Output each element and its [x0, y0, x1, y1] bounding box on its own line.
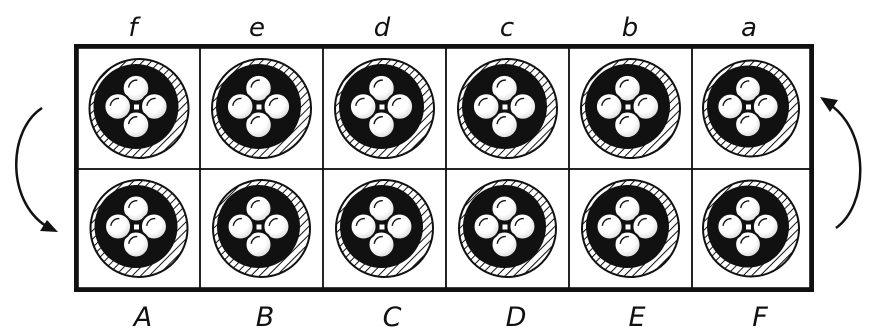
pit-b	[581, 59, 680, 158]
stone	[104, 93, 131, 120]
bottom-row-labels: A B C D E F	[132, 302, 768, 332]
pit-C	[336, 180, 433, 277]
bottom-label-E: E	[628, 302, 645, 332]
pit-F	[703, 181, 799, 277]
pit-f	[90, 59, 189, 158]
stone	[105, 213, 131, 239]
bottom-label-F: F	[752, 302, 768, 332]
pit-B	[213, 180, 310, 277]
pit-center-mark	[134, 225, 139, 230]
board-cells	[78, 48, 810, 288]
pit-center-mark	[257, 225, 262, 230]
pit-center-mark	[503, 105, 508, 110]
stone	[350, 93, 377, 120]
pit-center-mark	[503, 225, 508, 230]
pit-center-mark	[134, 105, 139, 110]
stone	[717, 94, 743, 120]
pit-center-mark	[746, 225, 751, 230]
pit-center-mark	[257, 105, 262, 110]
stone	[717, 214, 743, 240]
stone	[473, 213, 499, 239]
right-rotation-arrow-icon	[820, 97, 860, 228]
pit-center-mark	[626, 225, 631, 230]
pit-e	[212, 59, 311, 158]
top-label-c: c	[500, 13, 514, 43]
top-label-a: a	[741, 13, 757, 43]
bottom-label-C: C	[383, 302, 402, 332]
bottom-label-A: A	[132, 302, 152, 332]
pit-E	[582, 180, 679, 277]
pit-center-mark	[746, 105, 751, 110]
pit-center-mark	[380, 225, 385, 230]
left-rotation-arrow-icon	[16, 108, 58, 232]
top-label-b: b	[622, 13, 639, 43]
pit-a	[703, 61, 799, 157]
bottom-label-B: B	[256, 302, 275, 332]
top-label-e: e	[249, 13, 265, 43]
top-label-d: d	[374, 13, 391, 43]
pit-d	[335, 59, 434, 158]
board-frame	[76, 46, 812, 290]
stone	[596, 213, 622, 239]
pit-center-mark	[626, 105, 631, 110]
top-row-labels: f e d c b a	[128, 13, 757, 43]
pit-D	[459, 180, 556, 277]
pit-A	[91, 180, 188, 277]
pit-center-mark	[380, 105, 385, 110]
pit-c	[458, 59, 557, 158]
stone	[596, 93, 623, 120]
stone	[227, 93, 254, 120]
top-label-f: f	[128, 13, 141, 43]
stone	[227, 213, 253, 239]
stone	[350, 213, 376, 239]
bottom-label-D: D	[506, 302, 527, 332]
stone	[473, 93, 500, 120]
